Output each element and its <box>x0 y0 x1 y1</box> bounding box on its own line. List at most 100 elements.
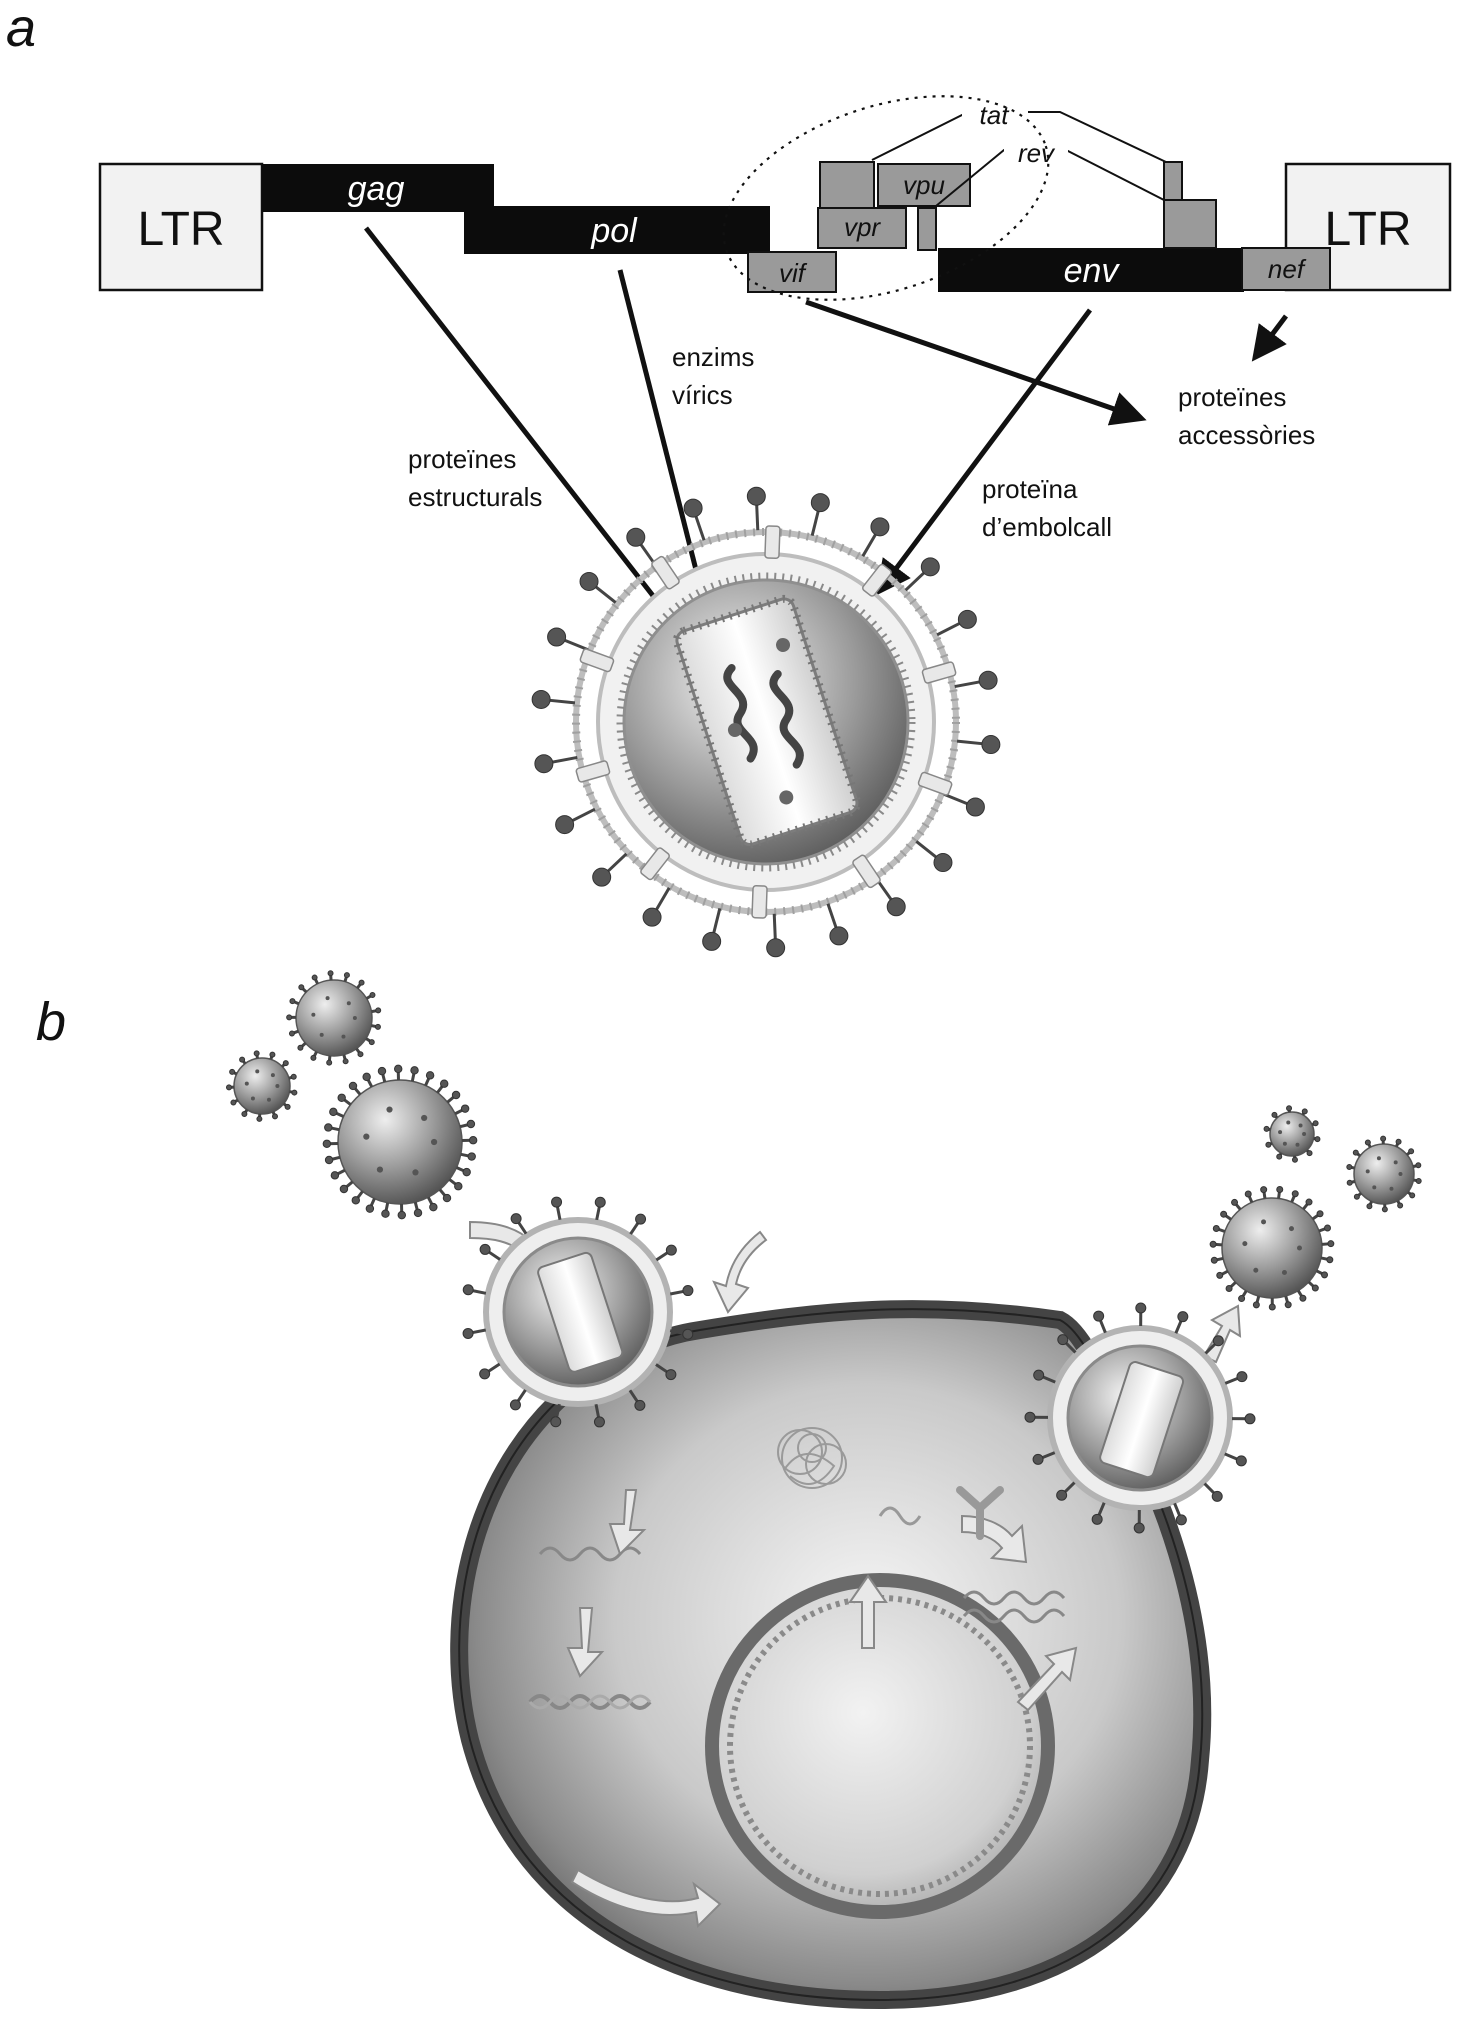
spike-knob <box>580 572 598 590</box>
spike-knob <box>299 985 304 990</box>
spike-knob <box>1287 1106 1292 1111</box>
surface-knob <box>363 1134 369 1140</box>
free-virion <box>296 980 372 1056</box>
surface-knob <box>412 1169 418 1175</box>
spike-knob <box>1264 1126 1269 1131</box>
surface-knob <box>347 1001 351 1005</box>
virion-structure <box>532 487 1000 957</box>
spike-knob <box>666 1245 676 1255</box>
spike-knob <box>1313 1121 1318 1126</box>
spike-knob <box>683 1329 693 1339</box>
spike-knob <box>338 1094 345 1101</box>
spike-knob <box>1057 1490 1067 1500</box>
spike-knob <box>1382 1207 1387 1212</box>
surface-knob <box>1297 1246 1302 1251</box>
spike-knob <box>548 628 566 646</box>
spike-knob <box>1328 1241 1334 1247</box>
spike-knob <box>1416 1163 1421 1168</box>
free-virions-left <box>226 971 476 1219</box>
spike-knob <box>467 1120 474 1127</box>
label-structural-line1: proteïnes <box>408 444 516 474</box>
spike-knob <box>430 1203 437 1210</box>
spike-knob <box>594 1417 604 1427</box>
spike-knob <box>1136 1303 1146 1313</box>
surface-knob <box>421 1115 427 1121</box>
spike-knob <box>272 1114 277 1119</box>
gene-rev-label: rev <box>1018 138 1056 168</box>
spike-knob <box>1211 1257 1217 1263</box>
free-virions-right <box>1210 1106 1421 1310</box>
spike-knob <box>312 975 317 980</box>
surface-knob <box>1283 1142 1287 1146</box>
spike-knob <box>966 798 984 816</box>
rev-exon-1 <box>918 208 936 250</box>
tat-exon-1 <box>820 162 874 208</box>
surface-knob <box>1302 1132 1306 1136</box>
spike-knob <box>1347 1164 1352 1169</box>
spike-knob <box>1221 1211 1227 1217</box>
spike-knob <box>358 1052 363 1057</box>
label-structural-line2: estructurals <box>408 482 542 512</box>
transmembrane-peg <box>651 555 680 589</box>
spike-knob <box>242 1111 247 1116</box>
spike-knob <box>1285 1302 1291 1308</box>
spike-knob <box>398 1211 405 1218</box>
spike-knob <box>455 1182 462 1189</box>
surface-knob <box>1299 1123 1303 1127</box>
spike-knob <box>287 1015 292 1020</box>
spike-knob <box>1176 1515 1186 1525</box>
spike-knob <box>480 1244 490 1254</box>
spike-knob <box>767 939 785 957</box>
spike-knob <box>1269 1304 1275 1310</box>
surface-knob <box>1394 1160 1398 1164</box>
spike-knob <box>1410 1193 1415 1198</box>
spike-knob <box>463 1168 470 1175</box>
spike-knob <box>979 671 997 689</box>
spike-knob <box>1398 1203 1403 1208</box>
gene-env-label: env <box>1064 252 1121 290</box>
surface-knob <box>275 1084 279 1088</box>
spike-knob <box>1322 1272 1328 1278</box>
spike-knob <box>463 1328 473 1338</box>
spike-knob <box>344 973 349 978</box>
spike-knob <box>378 1067 385 1074</box>
spike-knob <box>298 1045 303 1050</box>
spike-knob <box>1277 1187 1283 1193</box>
gene-pol-label: pol <box>590 212 638 250</box>
surface-knob <box>1389 1187 1393 1191</box>
spike-knob <box>871 518 889 536</box>
surface-knob <box>1295 1143 1299 1147</box>
spike-knob <box>327 1060 332 1065</box>
spike-knob <box>811 494 829 512</box>
surface-knob <box>1253 1268 1258 1273</box>
spike-knob <box>1353 1150 1358 1155</box>
free-virion <box>234 1058 290 1114</box>
spike-knob <box>747 487 765 505</box>
spike-knob <box>382 1210 389 1217</box>
ltr-right-label: LTR <box>1324 203 1411 256</box>
spike-knob <box>1327 1257 1333 1263</box>
surface-knob <box>341 1035 345 1039</box>
spike-knob <box>331 1172 338 1179</box>
spike-knob <box>461 1105 468 1112</box>
surface-knob <box>245 1082 249 1086</box>
spike-knob <box>532 690 550 708</box>
spike-knob <box>1396 1139 1401 1144</box>
surface-knob <box>1372 1185 1376 1189</box>
spike-knob <box>666 1370 676 1380</box>
spike-knob <box>1367 1204 1372 1209</box>
spike-knob <box>1058 1335 1068 1345</box>
tat-exon-2 <box>1164 200 1216 248</box>
spike-knob <box>556 816 574 834</box>
spike-knob <box>325 1156 332 1163</box>
spike-knob <box>1226 1285 1232 1291</box>
surface-knob <box>251 1096 255 1100</box>
spike-knob <box>394 1065 401 1072</box>
spike-knob <box>443 1194 450 1201</box>
label-accessory-line1: proteïnes <box>1178 382 1286 412</box>
spike-knob <box>1302 1109 1307 1114</box>
surface-knob <box>1282 1270 1287 1275</box>
ltr-left-label: LTR <box>137 203 224 256</box>
spike-knob <box>511 1214 521 1224</box>
transmembrane-peg <box>752 886 767 918</box>
